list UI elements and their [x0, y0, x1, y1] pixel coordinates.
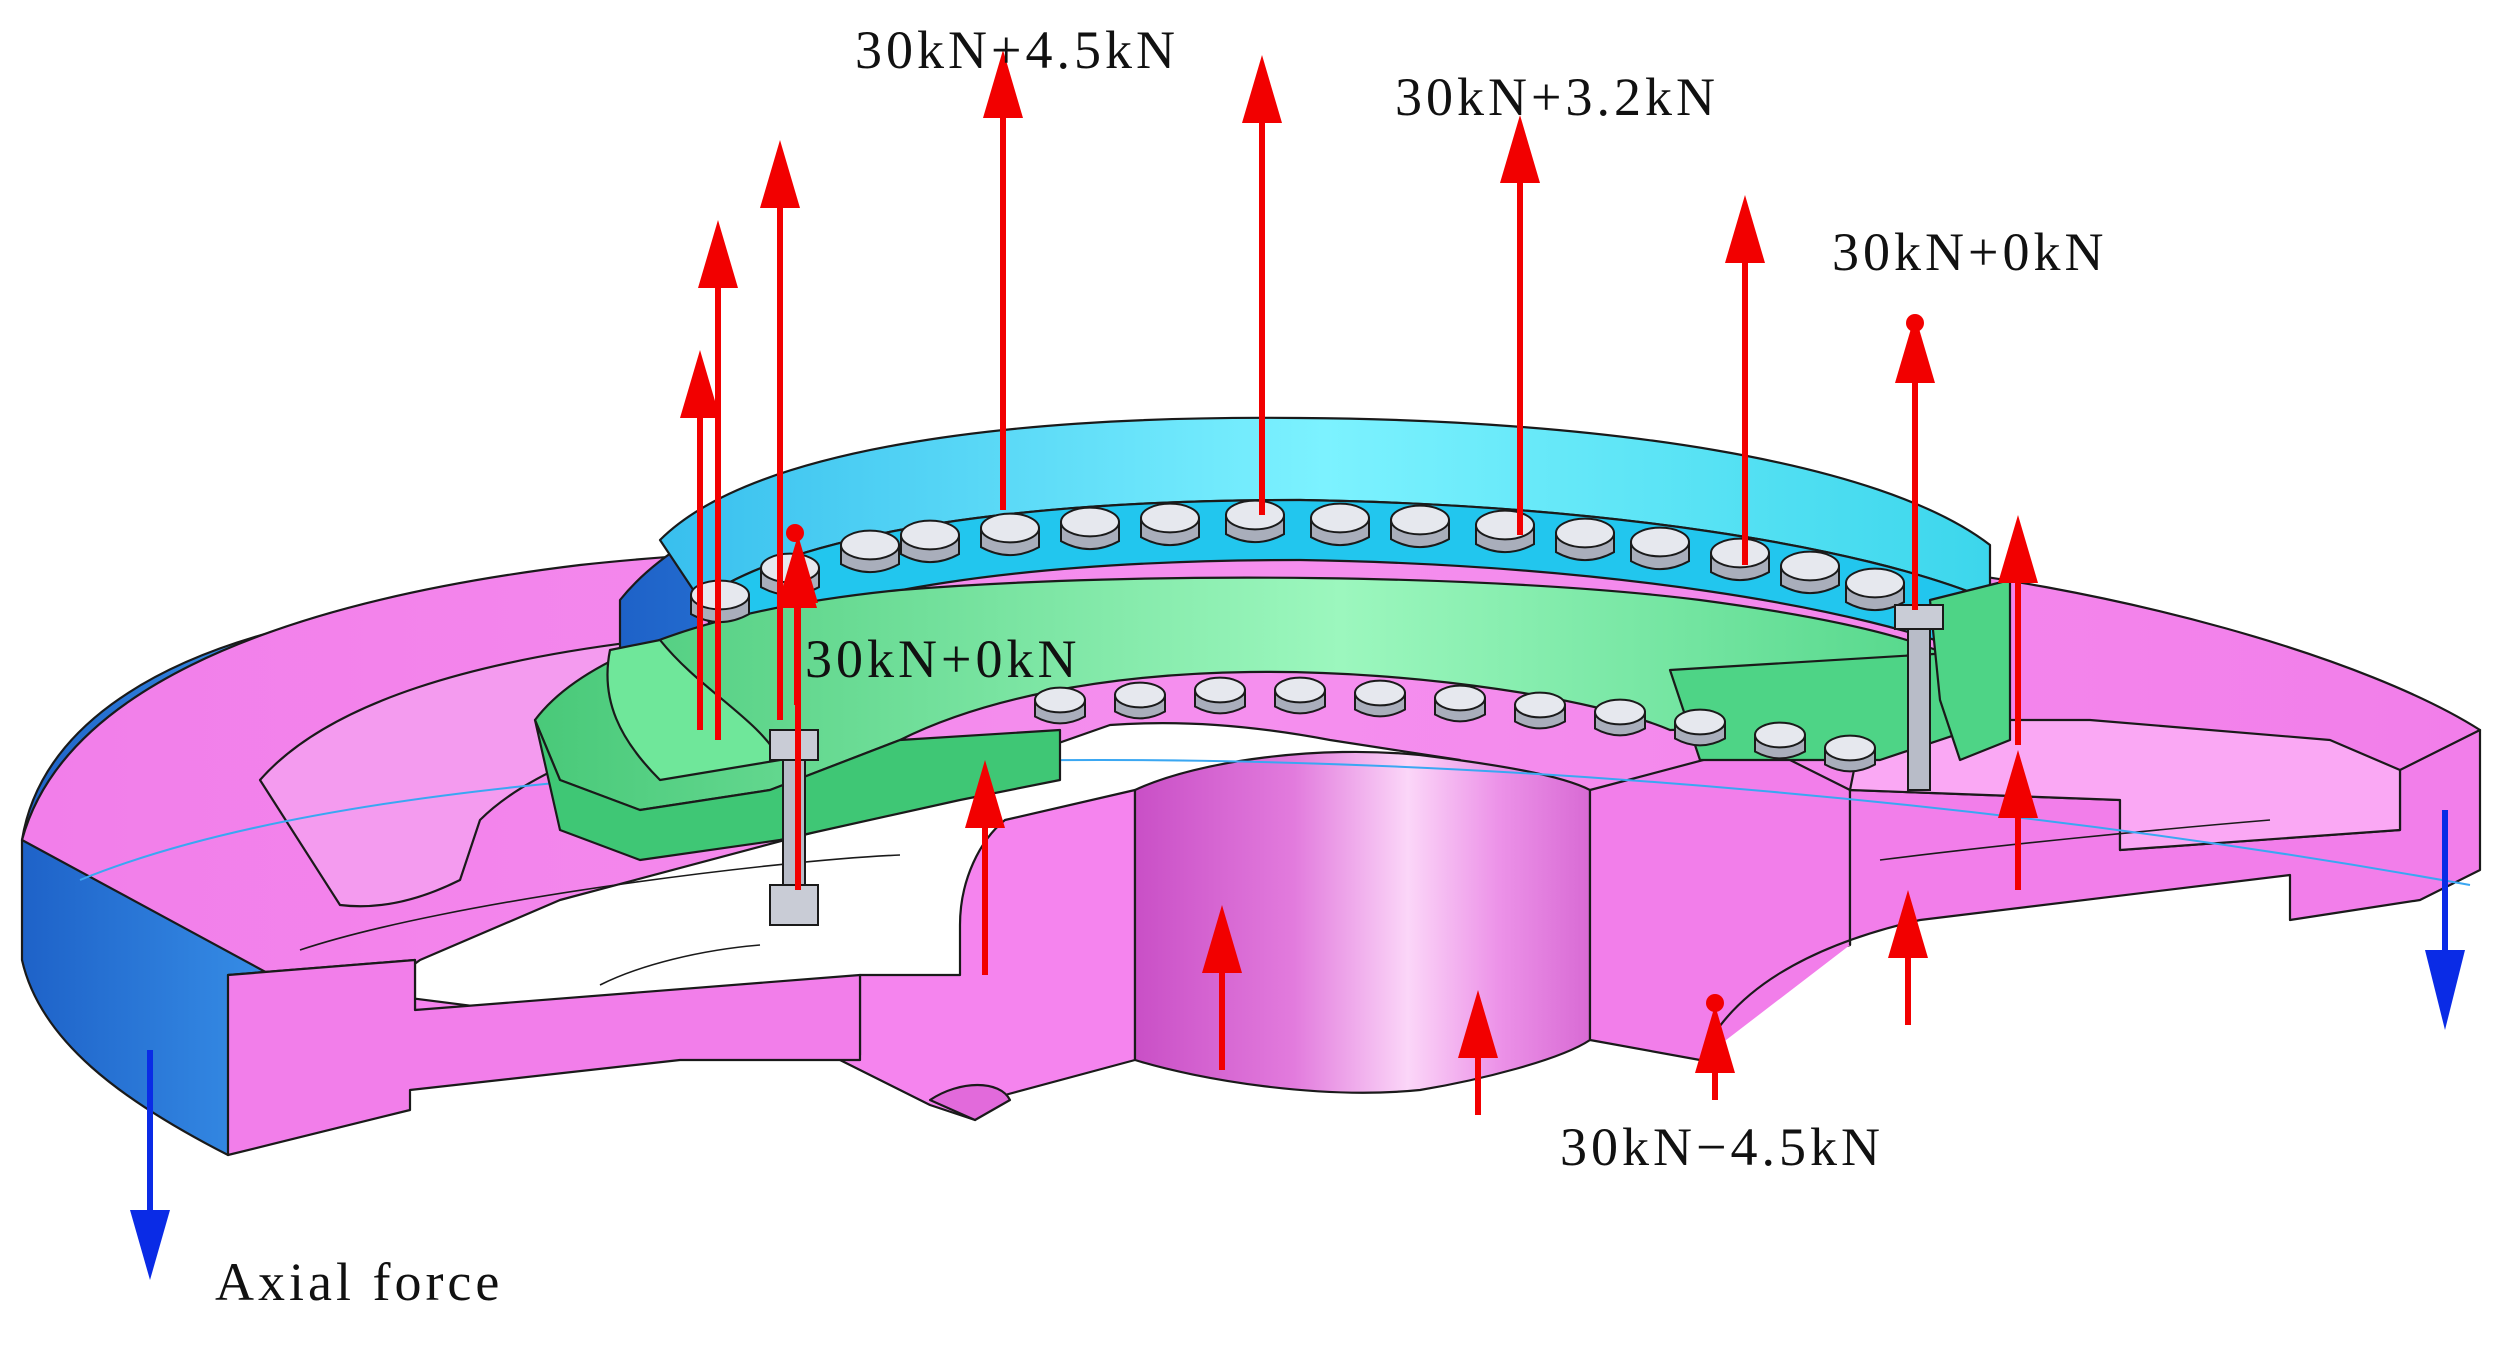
point-bottom	[1706, 994, 1724, 1012]
nut-left-bottom	[769, 884, 819, 926]
labels: 30kN+4.5kN 30kN+3.2kN 30kN+0kN 30kN+0kN …	[215, 20, 2107, 1312]
force-arrow-head	[1895, 315, 1935, 383]
force-arrows	[680, 50, 2038, 1115]
arrow-up-icon	[680, 350, 720, 730]
housing-seam-line	[79, 758, 2471, 886]
bolt-head-top	[980, 512, 1040, 544]
label-top-right: 30kN+3.2kN	[1395, 67, 1719, 127]
bolt-head-top	[1555, 517, 1615, 549]
label-points	[786, 76, 1924, 1012]
bolt-head-top	[1274, 676, 1326, 704]
force-arrow-head	[680, 350, 720, 418]
force-arrow-head	[965, 760, 1005, 828]
arrow-up-icon	[1888, 890, 1928, 1025]
arrow-down-icon	[130, 1050, 170, 1280]
bolt-head-top	[1390, 504, 1450, 536]
arrow-up-icon	[1695, 1005, 1735, 1100]
bolt-head-top	[1140, 502, 1200, 534]
arrow-up-icon	[1458, 990, 1498, 1115]
force-arrow-head	[1998, 750, 2038, 818]
bolt-head-top	[1225, 499, 1285, 531]
bolt-head-top	[840, 529, 900, 561]
bolt-head-top	[900, 519, 960, 551]
housing-bottom-notch	[928, 1083, 1012, 1122]
axial-arrows	[130, 810, 2465, 1280]
label-bottom: 30kN−4.5kN	[1560, 1117, 1884, 1177]
force-arrow-head	[1725, 195, 1765, 263]
bolt-head-top	[1674, 708, 1726, 736]
bolt-head-top	[1514, 691, 1566, 719]
bolt-head-top	[1034, 686, 1086, 714]
arrow-up-icon	[1998, 515, 2038, 745]
arrow-up-icon	[1998, 750, 2038, 890]
arrow-up-icon	[1202, 905, 1242, 1070]
bolt-head-top	[1780, 550, 1840, 582]
bolt-head-top	[1754, 721, 1806, 749]
bolt-section-right	[1894, 604, 1944, 791]
bolt-head-top	[1630, 526, 1690, 558]
bolt-head-top	[1845, 567, 1905, 599]
arrow-up-icon	[1242, 55, 1282, 515]
nut-left-top	[769, 729, 819, 761]
force-arrow-head	[1888, 890, 1928, 958]
bolt-head-top	[1310, 502, 1370, 534]
arrow-up-icon	[1895, 315, 1935, 610]
arrow-up-icon	[760, 140, 800, 720]
force-arrow-head	[698, 220, 738, 288]
label-top-left: 30kN+4.5kN	[855, 20, 1179, 80]
point-top-right	[1511, 139, 1529, 157]
label-right: 30kN+0kN	[1832, 222, 2107, 282]
force-arrow-head	[1695, 1005, 1735, 1073]
bolt-head-top	[1824, 734, 1876, 762]
arrow-up-icon	[777, 540, 817, 705]
bolt-shank-right	[1907, 609, 1931, 791]
housing-front-face	[226, 958, 862, 1157]
point-right	[1906, 314, 1924, 332]
force-arrow-head	[1998, 515, 2038, 583]
label-left: 30kN+0kN	[805, 629, 1080, 689]
inner-ring-green	[533, 576, 2002, 812]
bolt-head-top	[1114, 681, 1166, 709]
force-arrow-head	[1202, 905, 1242, 973]
bolt-head-top	[1354, 679, 1406, 707]
force-arrow-head	[1242, 55, 1282, 123]
arrow-up-icon	[1725, 195, 1765, 565]
label-axial: Axial force	[215, 1252, 503, 1312]
arrow-up-icon	[698, 220, 738, 740]
force-arrow-head	[1458, 990, 1498, 1058]
housing-groove	[299, 819, 2271, 986]
point-top-left	[994, 76, 1012, 94]
housing-right-block	[1588, 743, 1852, 1062]
arrow-down-icon	[2425, 810, 2465, 1030]
housing-bore	[1133, 750, 1592, 1094]
force-arrow-head	[760, 140, 800, 208]
bolt-head-top	[1194, 676, 1246, 704]
bolt-row-bottom	[1034, 676, 1876, 773]
bolt-head-top	[1710, 537, 1770, 569]
nut-right-top	[1894, 604, 1944, 630]
bolt-head-top	[1434, 684, 1486, 712]
force-arrow-head	[777, 540, 817, 608]
point-left	[786, 524, 804, 542]
ring-cut-right	[1928, 578, 2012, 762]
bolt-head-top	[1594, 698, 1646, 726]
bolt-head-top	[1475, 509, 1535, 541]
bolt-head-top	[1060, 506, 1120, 538]
arrow-up-icon	[965, 760, 1005, 975]
